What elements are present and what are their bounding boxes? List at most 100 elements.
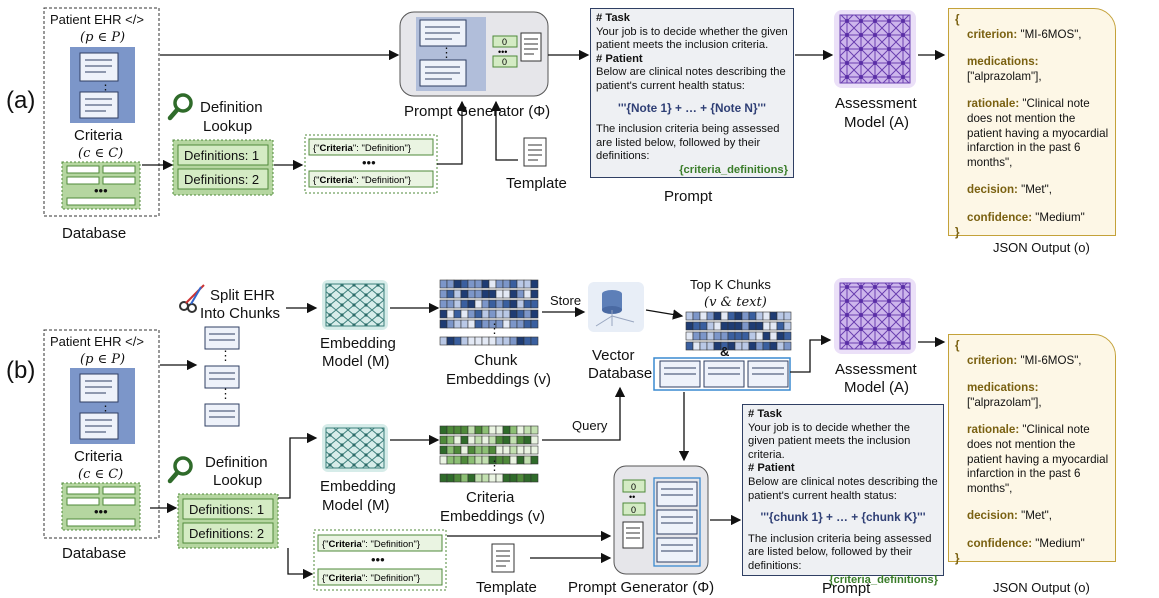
svg-text:•••: ••• <box>371 552 385 567</box>
amp-label: & <box>720 344 729 359</box>
embedding-cell <box>460 445 469 455</box>
embedding-cell <box>755 321 764 331</box>
embedding-cell <box>706 311 715 321</box>
panel-b-tag: (b) <box>6 357 35 384</box>
embedding-cell <box>741 331 750 341</box>
prompt-label-b: Prompt <box>822 580 871 597</box>
embedding-cell <box>460 336 469 346</box>
embedding-cell <box>692 311 701 321</box>
embedding-cell <box>488 289 497 299</box>
embedding-cell <box>509 336 518 346</box>
embedding-cell <box>692 321 701 331</box>
embedding-cell <box>460 425 469 435</box>
embedding-cell <box>495 289 504 299</box>
chunk-icon <box>656 481 698 507</box>
topk-text-bracket <box>653 357 791 391</box>
embedding-cell <box>446 299 455 309</box>
embedding-cell <box>502 473 511 483</box>
embedding-cell <box>523 425 532 435</box>
embedding-cell <box>530 455 539 465</box>
embedding-cell <box>762 341 771 351</box>
embedding-cell <box>488 279 497 289</box>
svg-text:•••: ••• <box>498 47 507 57</box>
document-icon <box>79 373 119 403</box>
criteria-key-a2: Criteria <box>320 175 354 186</box>
embedding-cell <box>460 473 469 483</box>
embedding-cell <box>509 289 518 299</box>
embedding-cell <box>481 473 490 483</box>
template-icon <box>491 543 515 573</box>
embedding-cell <box>467 299 476 309</box>
embedding-cell <box>495 299 504 309</box>
embedding-cell <box>446 425 455 435</box>
embedding-cell <box>453 289 462 299</box>
embedding-cell <box>474 309 483 319</box>
svg-text:⋮: ⋮ <box>488 458 501 473</box>
topk-embeddings-grid <box>685 311 792 351</box>
embedding-cell <box>516 425 525 435</box>
embedding-cell <box>474 455 483 465</box>
embedding-cell <box>741 311 750 321</box>
criteria-emb-1: Criteria <box>466 489 515 506</box>
embedding-cell <box>523 445 532 455</box>
definitions-1-a: Definitions: 1 <box>184 148 259 163</box>
chunk-icon <box>656 509 698 535</box>
embedding-cell <box>453 425 462 435</box>
magnifier-icon <box>173 93 193 113</box>
assessment-b-2: Model (A) <box>844 379 909 396</box>
criteria-key-b2: Criteria <box>329 573 363 584</box>
embedding-cell <box>446 279 455 289</box>
embedding-cell <box>446 435 455 445</box>
definition-lookup-a-2: Lookup <box>203 118 252 135</box>
embedding-cell <box>762 311 771 321</box>
document-icon <box>79 52 119 82</box>
embedding-cell <box>776 331 785 341</box>
embedding-cell <box>769 321 778 331</box>
embedding-cell <box>467 473 476 483</box>
embedding-cell <box>530 435 539 445</box>
chunk-icon <box>656 537 698 563</box>
embedding-cell <box>474 473 483 483</box>
embedding-cell <box>467 455 476 465</box>
embedding-cell <box>502 309 511 319</box>
vector-db-1: Vector <box>592 347 635 364</box>
embedding-cell <box>523 289 532 299</box>
svg-text:•••: ••• <box>94 504 108 519</box>
embedding-cell <box>495 445 504 455</box>
embedding-cell <box>439 425 448 435</box>
embedding-cell <box>481 425 490 435</box>
embedding-cell <box>453 319 462 329</box>
scissors-icon <box>179 284 205 313</box>
embedding-cell <box>530 299 539 309</box>
embedding-cell <box>762 331 771 341</box>
embedding-cell <box>481 309 490 319</box>
embedding-cell <box>474 279 483 289</box>
assessment-a-2: Model (A) <box>844 114 909 131</box>
database-label-b: Database <box>62 545 126 562</box>
embedding-cell <box>713 321 722 331</box>
embedding-cell <box>502 299 511 309</box>
definitions-1-b: Definitions: 1 <box>189 502 264 517</box>
embedding-cell <box>446 473 455 483</box>
split-ehr-2: Into Chunks <box>200 305 280 322</box>
embedding-cell <box>748 311 757 321</box>
embedding-cell <box>495 336 504 346</box>
svg-text:{"Criteria": "Definition"}: {"Criteria": "Definition"} <box>322 539 420 550</box>
embedding-cell <box>523 319 532 329</box>
embedding-cell <box>509 425 518 435</box>
template-icon <box>622 521 644 549</box>
vector-db-2: Database <box>588 365 652 382</box>
embedding-cell <box>523 336 532 346</box>
embedding-cell <box>516 289 525 299</box>
embedding-cell <box>516 445 525 455</box>
embedding-cell <box>460 455 469 465</box>
embedding-cell <box>453 279 462 289</box>
embedding-cell <box>769 331 778 341</box>
embedding-cell <box>741 321 750 331</box>
embedding-cell <box>734 331 743 341</box>
embedding-cell <box>734 321 743 331</box>
embedding-cell <box>769 311 778 321</box>
notes-placeholder-b: '''{chunk 1} + … + {chunk K}''' <box>760 510 926 525</box>
embedding-cell <box>741 341 750 351</box>
embedding-cell <box>453 435 462 445</box>
